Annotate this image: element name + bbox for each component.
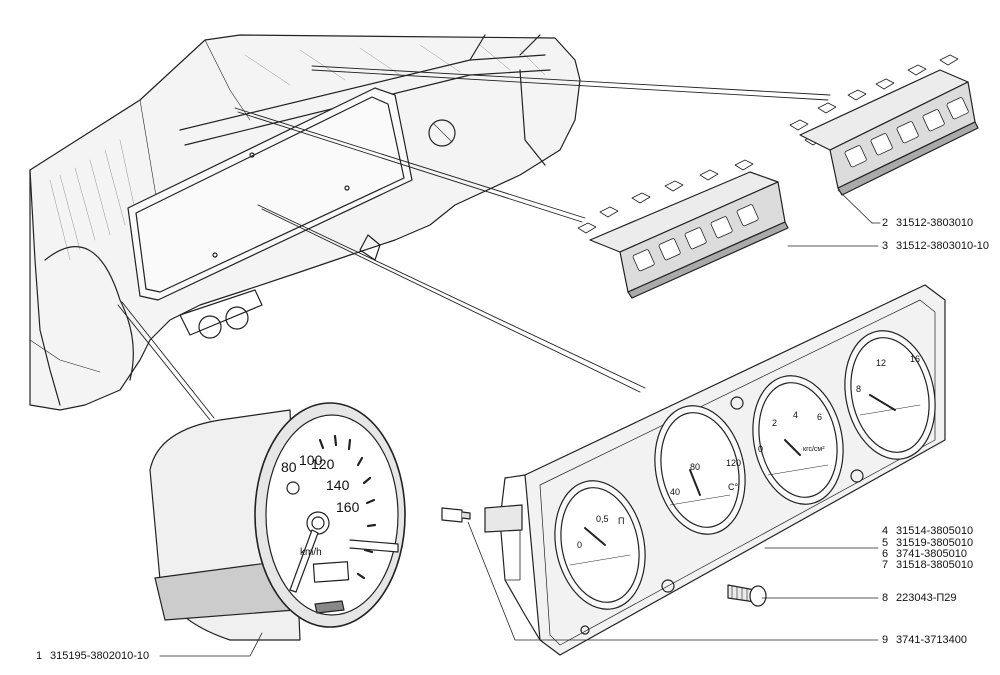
temp-unit: C° xyxy=(728,482,739,492)
screw-8 xyxy=(727,584,767,607)
speed-unit: km/h xyxy=(300,547,322,558)
callout-8: 8 223043-П29 xyxy=(882,593,957,604)
callout-6: 6 3741-3805010 xyxy=(882,549,967,560)
callout-lines xyxy=(159,222,881,657)
callout-number: 6 xyxy=(882,548,889,560)
volt-mark-8: 8 xyxy=(856,384,862,394)
callout-code: 315195-3802010-10 xyxy=(50,650,150,662)
switch-block-2 xyxy=(789,54,979,224)
callout-number: 4 xyxy=(882,525,889,537)
oil-mark-0: 0 xyxy=(758,444,764,454)
speed-label-80: 80 xyxy=(281,459,297,475)
gauge-cluster xyxy=(484,284,946,656)
callout-number: 1 xyxy=(36,650,43,662)
temp-mark-80: 80 xyxy=(690,462,701,472)
callout-code: 223043-П29 xyxy=(896,592,957,604)
volt-mark-16: 16 xyxy=(910,354,921,364)
callout-code: 31518-3805010 xyxy=(896,559,974,571)
fuel-mark-0: 0 xyxy=(577,540,583,550)
callout-code: 3741-3713400 xyxy=(896,634,967,646)
fuel-mark-full: П xyxy=(618,516,625,526)
callout-code: 31512-3803010-10 xyxy=(896,240,989,252)
callout-number: 8 xyxy=(882,592,889,604)
callout-1: 1 315195-3802010-10 xyxy=(36,651,149,662)
callout-number: 7 xyxy=(882,559,889,571)
oil-mark-4: 4 xyxy=(793,410,799,420)
oil-unit: кгс/см² xyxy=(803,446,825,453)
bulb-9 xyxy=(441,507,471,523)
volt-mark-12: 12 xyxy=(876,358,887,368)
callout-5: 5 31519-3805010 xyxy=(882,538,973,549)
speed-label-100: 100 xyxy=(299,452,323,468)
callout-code: 31512-3803010 xyxy=(896,217,974,229)
oil-mark-2: 2 xyxy=(772,418,778,428)
callout-number: 5 xyxy=(882,537,889,549)
callout-4: 4 31514-3805010 xyxy=(882,526,973,537)
speed-label-140: 140 xyxy=(326,477,350,493)
speed-label-120: 120 xyxy=(311,456,335,472)
callout-code: 31514-3805010 xyxy=(896,525,974,537)
speed-ticks xyxy=(318,434,377,580)
temp-mark-40: 40 xyxy=(670,487,681,497)
speed-label-160: 160 xyxy=(336,499,360,515)
oil-mark-6: 6 xyxy=(817,412,823,422)
dashboard-overview xyxy=(29,34,581,411)
leader-lines xyxy=(117,65,831,421)
callout-number: 9 xyxy=(882,634,889,646)
callout-number: 3 xyxy=(882,240,889,252)
callout-code: 3741-3805010 xyxy=(896,548,967,560)
callout-number: 2 xyxy=(882,217,889,229)
callout-9: 9 3741-3713400 xyxy=(882,635,967,646)
callout-7: 7 31518-3805010 xyxy=(882,560,973,571)
temp-mark-120: 120 xyxy=(726,458,742,468)
switch-block-3 xyxy=(577,159,789,299)
callout-2: 2 31512-3803010 xyxy=(882,218,973,229)
speedometer xyxy=(149,402,406,641)
fuel-mark-half: 0,5 xyxy=(596,514,609,524)
callout-code: 31519-3805010 xyxy=(896,537,974,549)
callout-3: 3 31512-3803010-10 xyxy=(882,241,989,252)
